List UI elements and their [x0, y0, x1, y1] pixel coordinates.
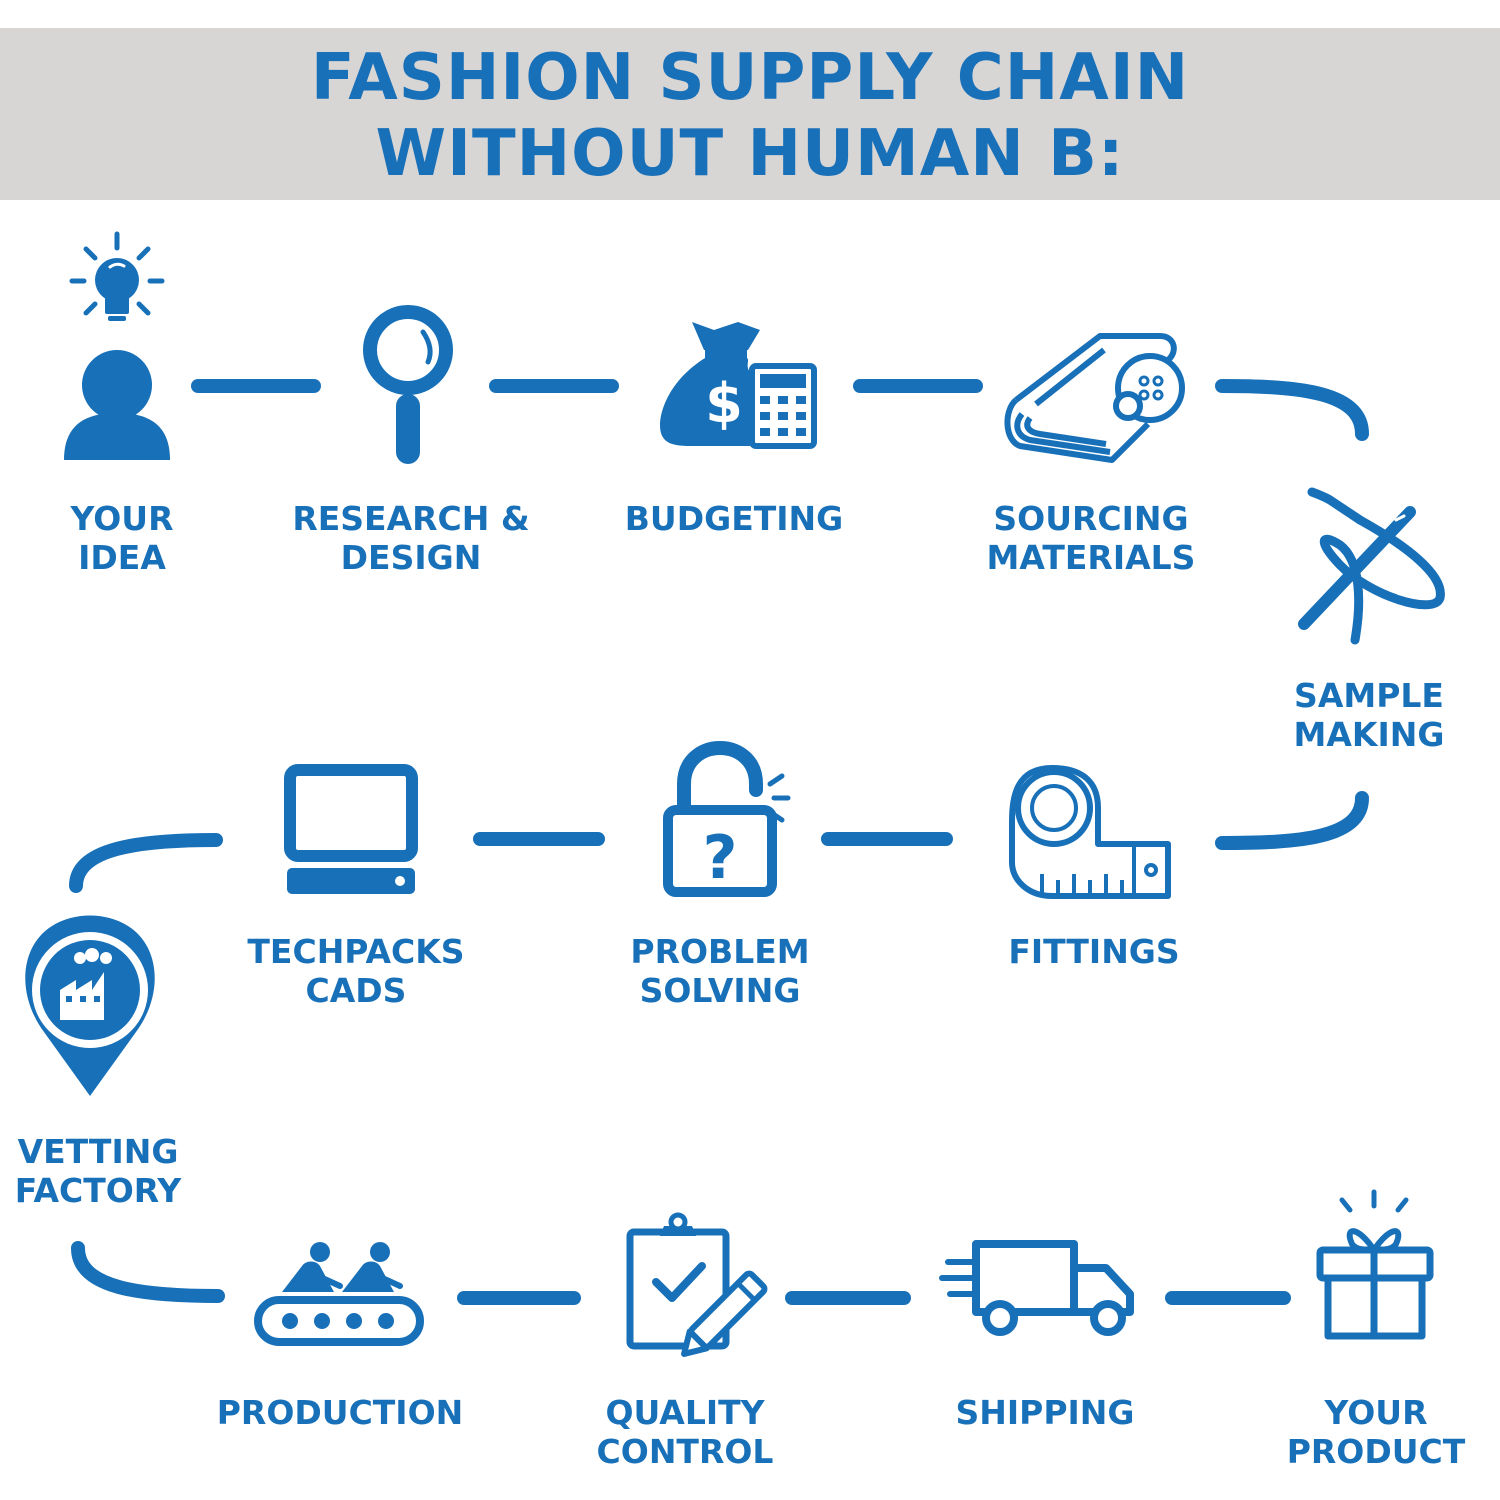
connector-curve — [1215, 379, 1369, 441]
title-line-2: WITHOUT HUMAN B: — [375, 117, 1125, 191]
padlock-question-icon: ? — [663, 740, 791, 897]
connector-curve — [1215, 791, 1369, 850]
title-line-1: FASHION SUPPLY CHAIN — [310, 41, 1190, 115]
title-banner — [0, 28, 1500, 200]
clipboard-check-pencil-icon — [626, 1212, 768, 1357]
svg-text:$: $ — [705, 372, 743, 435]
magnifying-glass-icon — [363, 305, 453, 464]
needle-thread-icon — [1298, 487, 1445, 645]
factory-location-pin-icon — [25, 915, 155, 1096]
conveyor-workers-icon — [254, 1242, 424, 1346]
fabric-roll-button-icon — [1004, 333, 1185, 463]
connector-curve — [69, 833, 223, 893]
page-title: FASHION SUPPLY CHAIN WITHOUT HUMAN B: — [0, 40, 1500, 192]
step-label-budgeting: BUDGETING — [624, 499, 844, 538]
step-label-research-design: RESEARCH &DESIGN — [292, 499, 530, 577]
person-lightbulb-icon — [64, 231, 170, 460]
step-label-shipping: SHIPPING — [955, 1393, 1135, 1432]
connector-curve — [71, 1241, 225, 1303]
step-label-fittings: FITTINGS — [1008, 932, 1180, 971]
svg-text:?: ? — [703, 823, 738, 893]
money-bag-calculator-icon: $ — [660, 322, 817, 449]
measuring-tape-icon — [1008, 765, 1171, 899]
delivery-truck-icon — [939, 1240, 1134, 1336]
computer-icon — [284, 764, 418, 894]
step-label-production: PRODUCTION — [216, 1393, 464, 1432]
gift-box-icon — [1316, 1189, 1434, 1340]
